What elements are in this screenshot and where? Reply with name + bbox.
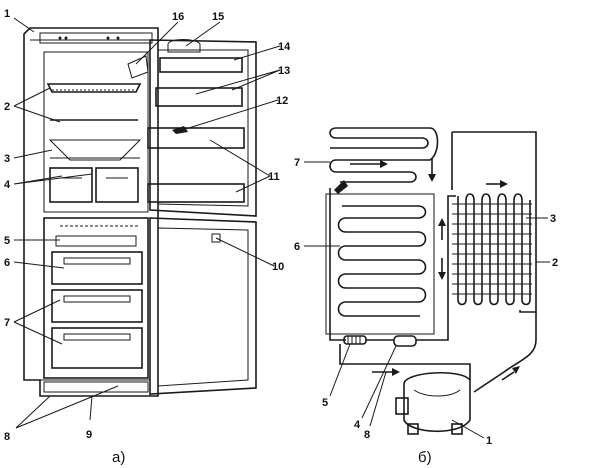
caption-left: а) xyxy=(112,449,125,466)
label-left-6: 6 xyxy=(4,257,10,269)
label-left-3: 3 xyxy=(4,153,10,165)
evaporator-coil xyxy=(337,205,427,317)
label-right-6: 6 xyxy=(294,241,300,253)
label-left-1: 1 xyxy=(4,8,10,20)
door-shelf-top xyxy=(159,57,243,73)
door-hinge xyxy=(127,55,149,79)
right-leaders xyxy=(304,161,550,439)
freezer-drawers xyxy=(51,251,143,369)
label-left-5: 5 xyxy=(4,235,10,247)
cabinet-outline xyxy=(23,27,159,397)
label-left-15: 15 xyxy=(212,11,224,23)
label-left-7: 7 xyxy=(4,317,10,329)
label-right-1: 1 xyxy=(486,435,492,447)
suction-line xyxy=(339,344,471,380)
label-right-3: 3 xyxy=(550,213,556,225)
condenser-frame xyxy=(451,131,537,313)
refrigeration-circuit xyxy=(325,127,537,435)
door-shelf-eggs xyxy=(155,87,243,107)
label-left-13: 13 xyxy=(278,65,290,77)
vegetable-box-right xyxy=(95,167,139,203)
label-left-10: 10 xyxy=(272,261,284,273)
condenser-coil xyxy=(457,193,531,306)
label-right-5: 5 xyxy=(322,397,328,409)
label-left-9: 9 xyxy=(86,429,92,441)
fridge-door xyxy=(149,39,257,217)
caption-right: б) xyxy=(418,449,432,466)
freezer-door xyxy=(149,217,257,395)
cabinet-inner xyxy=(43,51,149,213)
base-vent xyxy=(43,381,149,393)
flow-arrows xyxy=(334,158,520,381)
top-serpentine xyxy=(329,127,439,183)
left-leaders xyxy=(13,17,281,429)
refrigerator-drawing xyxy=(23,27,257,397)
door-shelf-middle xyxy=(147,127,245,149)
label-left-4: 4 xyxy=(4,179,11,191)
label-left-11: 11 xyxy=(268,171,280,183)
crisper-lid xyxy=(48,139,142,161)
evaporator-panel xyxy=(325,193,435,335)
butter-box xyxy=(167,39,201,53)
freezer-compartment xyxy=(43,217,149,379)
label-right-4: 4 xyxy=(354,419,361,431)
left-labels: 1 2 3 4 5 6 7 8 9 10 11 12 13 14 15 16 xyxy=(4,8,291,443)
right-labels: 7 6 3 2 5 4 8 1 xyxy=(294,157,558,447)
door-shelf-bottom xyxy=(147,183,245,203)
label-right-7: 7 xyxy=(294,157,300,169)
label-left-16: 16 xyxy=(172,11,184,23)
door-switch xyxy=(211,233,221,243)
label-left-2: 2 xyxy=(4,101,10,113)
filter-drier xyxy=(343,335,367,345)
label-left-14: 14 xyxy=(278,41,291,53)
label-left-12: 12 xyxy=(276,95,288,107)
control-panel xyxy=(39,32,153,44)
compressor xyxy=(395,371,471,435)
filter xyxy=(393,335,417,347)
label-left-8: 8 xyxy=(4,431,10,443)
freezer-control xyxy=(55,235,137,247)
vegetable-box-left xyxy=(49,167,93,203)
glass-shelf xyxy=(46,83,142,93)
label-right-2: 2 xyxy=(552,257,558,269)
condenser-fins xyxy=(452,203,532,295)
label-right-8: 8 xyxy=(364,429,370,441)
